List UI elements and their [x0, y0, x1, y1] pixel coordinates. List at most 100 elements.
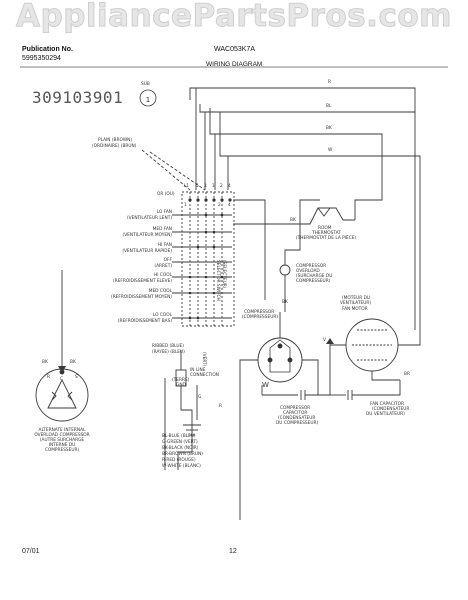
legend-green: G-GREEN (VERT) [162, 440, 198, 445]
r-label: R [219, 404, 222, 409]
wire-label-bk: BK [326, 126, 332, 131]
legend-brown: BR-BROWN (BRUN) [162, 452, 203, 457]
terminal-5: 5 [196, 184, 199, 189]
comp-cap-label-fr: (CONDENSATEUR [278, 416, 316, 421]
publication-number: 5995350294 [22, 55, 61, 62]
or-label: OR (OU) [157, 192, 175, 197]
compressor-label-fr: (COMPRESSEUR) [242, 315, 279, 320]
compressor-label: COMPRESSOR [244, 310, 275, 315]
alt-overload-caption-2: OVERLOAD COMPRESSOR [34, 433, 90, 438]
switch-lo-cool-fr: (REFROIDISSEMENT BAS) [117, 319, 172, 324]
comp-cap-label-fr2: DU COMPRESSEUR) [276, 421, 319, 426]
switch-med-cool-fr: (REFROIDISSEMENT MOYEN) [111, 295, 172, 300]
terminal2-4: 4 [228, 203, 231, 208]
wire-label-r: R [328, 80, 331, 85]
plain-cord-label-fr: (ORDINAIRE) (BRUN) [92, 144, 137, 149]
alt-overload-caption-4: INTERNE DU [48, 443, 76, 448]
footer-page-number: 12 [229, 548, 237, 555]
terminal-2: 2 [220, 184, 223, 189]
terminal-4: 4 [228, 184, 231, 189]
alt-pin-bk-2: BK [70, 360, 76, 365]
watermark-logo: AppliancePartsPros.com [16, 0, 452, 35]
serial-number: 309103901 [32, 88, 124, 107]
terminal2-2: 2 [218, 203, 221, 208]
switch-med-fan: MED FAN [152, 227, 172, 232]
switch-hi-fan-fr: (VENTILATEUR RAPIDE) [122, 249, 172, 254]
overload-label2: OVERLOAD [296, 269, 320, 274]
selector-switch-label-fr: (SELECTEUR) [221, 260, 226, 289]
switch-lo-fan: LO FAN [156, 210, 172, 215]
legend-white: W-WHITE (BLANC) [162, 464, 201, 469]
room-thermostat-label-fr: (THERMOSTAT DE LA PIÈCE) [296, 236, 357, 241]
overload-label-fr: (SURCHARGE DU [296, 274, 333, 279]
alt-overload-caption-1: ALTERNATE INTERNAL [38, 428, 86, 433]
wire-black [209, 108, 383, 176]
selector-switch-label: SELECTOR SWITCH [215, 260, 220, 301]
v-label: V [323, 338, 326, 343]
alt-pin-c: C [60, 377, 64, 382]
alt-pin-s: S [75, 375, 78, 380]
wire-red [189, 87, 416, 330]
w-label: W [262, 381, 269, 389]
alt-pin-r: R [47, 375, 50, 380]
switch-lo-cool: LO COOL [152, 313, 172, 318]
room-thermostat-label2: THERMOSTAT [312, 231, 341, 236]
in-line-label: IN LINE [190, 368, 206, 373]
br-label: BR [404, 372, 410, 377]
ground-label-fr: (TERRE) [172, 378, 190, 383]
bk-label: BK [290, 218, 296, 223]
wire-blue [199, 104, 415, 113]
fan-cap-label-fr2: DU VENTILATEUR) [366, 412, 405, 417]
alt-pin-bk-1: BK [42, 360, 48, 365]
page-title: WIRING DIAGRAM [206, 61, 263, 68]
comp-cap-label: COMPRESSOR [280, 406, 311, 411]
room-thermostat-label: ROOM [318, 226, 332, 231]
terminal-l1: L1 [184, 184, 190, 189]
selector-switch-box [181, 191, 235, 327]
overload-label-fr2: COMPRESSEUR) [296, 279, 331, 284]
ribbed-cord-label: RIBBED (BLUE) [152, 344, 184, 349]
wire-label-bl: BL [326, 104, 332, 109]
wire-label-w: W [328, 148, 333, 153]
wire-white [219, 112, 421, 300]
power-cord [141, 149, 191, 191]
g-label: G [198, 395, 202, 400]
switch-hi-cool-fr: (REFROIDISSEMENT ELEVE) [112, 279, 172, 284]
fan-motor-label: FAN MOTOR [342, 307, 368, 312]
model-number: WAC053K7A [214, 46, 255, 53]
fan-motor-label-fr: (MOTEUR DU [342, 296, 371, 301]
vert-label: (VERT) [201, 352, 206, 367]
fan-cap-label-fr: (CONDENSATEUR [372, 407, 410, 412]
publication-label: Publication No. [22, 46, 73, 53]
switch-lo-fan-fr: (VENTILATEUR LENT) [127, 216, 172, 221]
in-line-label2: CONNECTION [190, 373, 220, 378]
comp-cap-label2: CAPACITOR [283, 411, 308, 416]
fan-motor-label-fr2: VENTILATEUR) [340, 301, 372, 306]
legend-red: R-RED (ROUGE) [162, 458, 196, 463]
switch-med-cool: MED COOL [148, 289, 172, 294]
ribbed-cord-label-fr: (RAYEE) (BLEU) [152, 350, 185, 355]
alt-overload-caption-3: (AUTRE SURCHARGE [39, 438, 85, 443]
terminal2-1: 1 [184, 203, 187, 208]
switch-hi-fan: HI FAN [157, 243, 172, 248]
alt-overload-caption-5: COMPRESSEUR) [44, 448, 80, 453]
compressor-overload-icon [279, 264, 291, 276]
svg-text:1: 1 [146, 96, 150, 104]
bk-label-2: BK [282, 300, 288, 305]
legend-black: BK-BLACK (NOIR) [162, 446, 199, 451]
plain-cord-label: PLAIN (BROWN) [98, 138, 133, 143]
fan-cap-label: FAN CAPACITOR [370, 402, 404, 407]
switch-med-fan-fr: (VENTILATEUR MOYEN) [122, 233, 172, 238]
switch-off: OFF [163, 258, 172, 263]
footer-date: 07/01 [22, 548, 40, 555]
legend-blue: BL-BLUE (BLEU) [162, 434, 196, 439]
overload-label: COMPRESSOR [296, 264, 327, 269]
room-thermostat [300, 207, 355, 225]
gnd-label: GND [176, 383, 186, 388]
switch-off-fr: (ARRET) [154, 264, 172, 269]
switch-hi-cool: HI COOL [153, 273, 172, 278]
sub-label: SUB [141, 82, 150, 87]
terminal-1: 1 [212, 184, 215, 189]
terminal-3: 3 [204, 184, 207, 189]
